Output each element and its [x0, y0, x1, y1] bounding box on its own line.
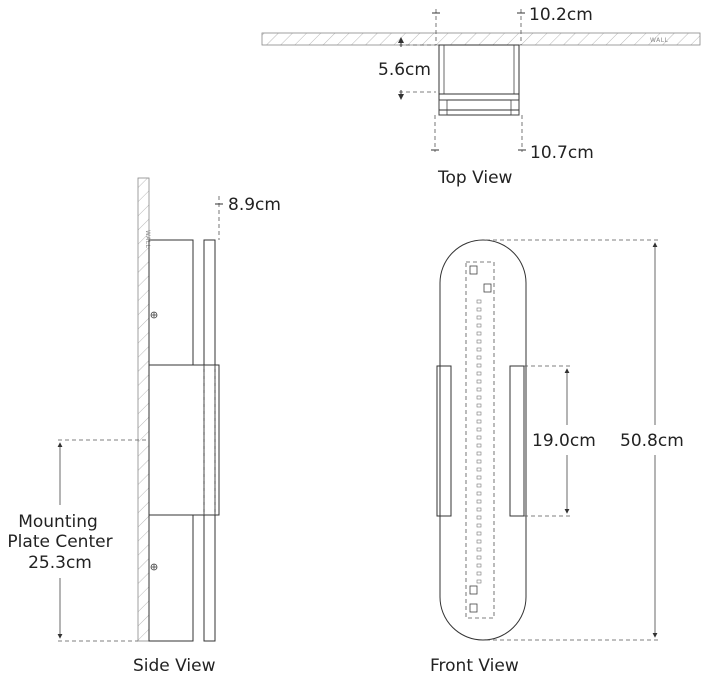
- total-height-label: 50.8cm: [620, 431, 684, 451]
- front-view: 19.0cm 50.8cm Front View: [430, 239, 684, 676]
- front-view-led-strip: [465, 261, 495, 619]
- front-view-tab-left: [436, 365, 452, 517]
- led-dot: [476, 299, 482, 304]
- led-dot: [476, 435, 482, 440]
- led-dot: [476, 395, 482, 400]
- led-dot: [476, 355, 482, 360]
- led-dot: [476, 411, 482, 416]
- led-dot: [476, 315, 482, 320]
- screw-icon: [150, 311, 158, 319]
- led-dot: [476, 323, 482, 328]
- led-dot: [476, 459, 482, 464]
- side-view: WALL 8.9cm Mounting Plate Center: [7, 177, 281, 676]
- screw-icon: [150, 563, 158, 571]
- led-dot: [476, 515, 482, 520]
- top-width-label: 10.2cm: [529, 5, 593, 25]
- mount-label-value: 25.3cm: [28, 553, 92, 573]
- led-dot: [476, 499, 482, 504]
- led-dot: [476, 555, 482, 560]
- connector-icon: [483, 283, 492, 293]
- led-dot: [476, 571, 482, 576]
- led-dot: [476, 387, 482, 392]
- top-view-wall-label: WALL: [650, 37, 669, 44]
- led-dot: [476, 507, 482, 512]
- led-dot: [476, 339, 482, 344]
- top-view-fixture: [438, 44, 520, 116]
- led-dot: [476, 523, 482, 528]
- led-dot: [476, 307, 482, 312]
- led-dot: [476, 443, 482, 448]
- led-dot: [476, 563, 482, 568]
- led-dot: [476, 579, 482, 584]
- top-view-plate-end-left: [438, 99, 448, 116]
- side-depth-label: 8.9cm: [228, 195, 281, 215]
- connector-icon: [469, 265, 478, 275]
- top-view-plate-end-right: [510, 99, 520, 116]
- led-dot: [476, 475, 482, 480]
- front-view-caption: Front View: [430, 656, 519, 676]
- led-dot: [476, 379, 482, 384]
- top-view-wall: [261, 32, 701, 46]
- led-dot: [476, 419, 482, 424]
- led-dot: [476, 531, 482, 536]
- side-view-upper-box: [148, 239, 194, 366]
- top-view: WALL 10.2cm 5.6cm 10.7cm Top View: [261, 5, 701, 188]
- led-dot: [476, 539, 482, 544]
- band-height-label: 19.0cm: [532, 431, 596, 451]
- led-dot: [476, 451, 482, 456]
- led-dot: [476, 363, 482, 368]
- led-dots: [476, 299, 482, 584]
- side-view-middle-band: [148, 364, 220, 516]
- top-view-caption: Top View: [437, 168, 513, 188]
- depth-label: 5.6cm: [378, 60, 431, 80]
- front-view-tab-right: [509, 365, 525, 517]
- led-dot: [476, 347, 482, 352]
- led-dot: [476, 547, 482, 552]
- top-view-front-plate: [438, 99, 520, 111]
- connector-icon: [469, 603, 478, 613]
- mount-label-line1: Mounting: [18, 512, 98, 532]
- side-view-wall-label: WALL: [144, 230, 151, 249]
- side-view-diffuser: [203, 239, 216, 642]
- led-dot: [476, 491, 482, 496]
- side-view-caption: Side View: [133, 656, 216, 676]
- connector-icon: [469, 585, 478, 595]
- led-dot: [476, 483, 482, 488]
- led-dot: [476, 331, 482, 336]
- led-dot: [476, 371, 482, 376]
- mount-label-line2: Plate Center: [7, 532, 112, 552]
- led-dot: [476, 427, 482, 432]
- side-view-lower-box: [148, 514, 194, 642]
- led-dot: [476, 467, 482, 472]
- front-view-body: [439, 239, 527, 641]
- bottom-width-label: 10.7cm: [530, 143, 594, 163]
- led-dot: [476, 403, 482, 408]
